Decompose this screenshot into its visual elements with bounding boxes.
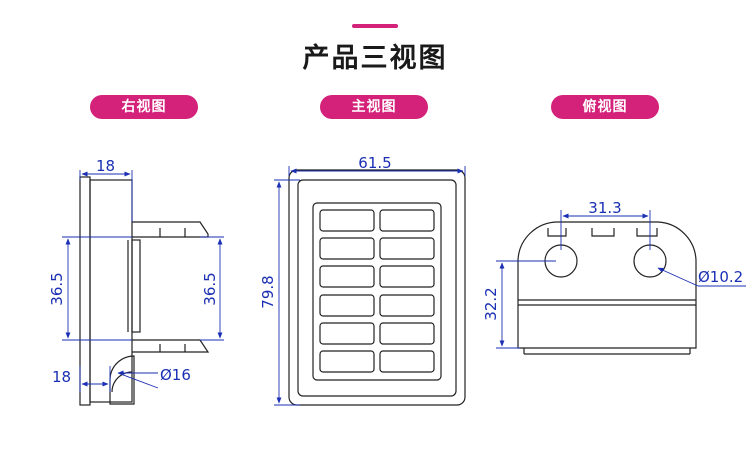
top-view-drawing — [517, 221, 697, 355]
right-view-width-dim: 18 — [96, 157, 115, 175]
top-view-diameter-dim: Ø10.2 — [698, 268, 743, 286]
top-view-height-dim: 32.2 — [482, 287, 500, 320]
top-view-dimensions — [496, 210, 746, 349]
front-view-label: 主视图 — [320, 95, 428, 119]
right-view-height-left-dim: 36.5 — [48, 272, 66, 305]
title-accent-bar — [352, 24, 398, 28]
front-view-width-dim: 61.5 — [358, 154, 391, 172]
front-view-dimensions — [274, 166, 466, 406]
front-view-drawing — [288, 169, 466, 406]
right-view-drawing — [79, 176, 210, 406]
right-view-bottom-dim: 18 — [52, 368, 71, 386]
right-view-height-right-dim: 36.5 — [201, 272, 219, 305]
front-view-height-dim: 79.8 — [259, 275, 277, 308]
right-view-diameter-dim: Ø16 — [160, 366, 191, 384]
right-view-label: 右视图 — [90, 95, 198, 119]
front-view-keys — [319, 209, 435, 373]
top-view-label: 俯视图 — [551, 95, 659, 119]
top-view-spacing-dim: 31.3 — [588, 199, 621, 217]
page-title: 产品三视图 — [302, 43, 448, 74]
right-view-dimensions — [62, 170, 224, 392]
